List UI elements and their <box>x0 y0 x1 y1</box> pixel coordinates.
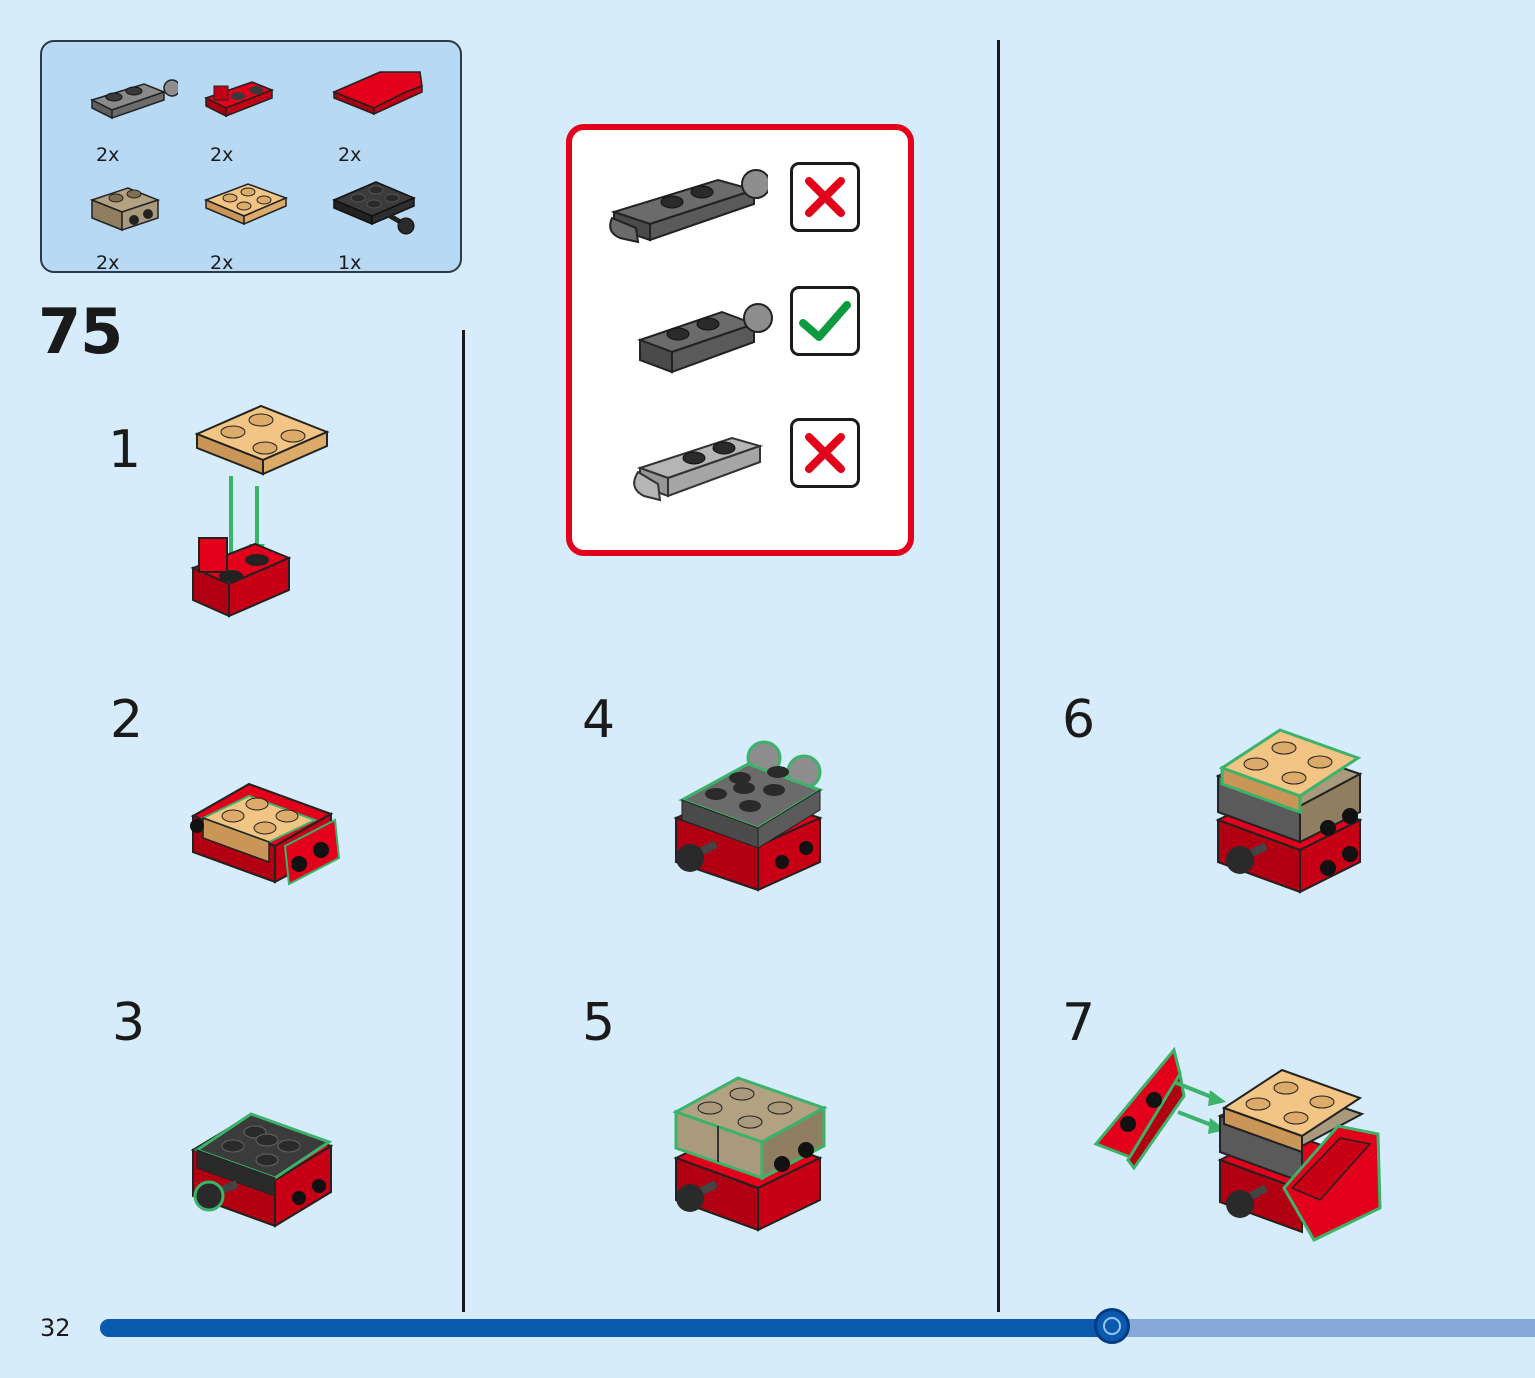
step-2-build-illustration <box>190 782 341 886</box>
part-item: 1x <box>330 170 440 274</box>
gray-plate-ball-icon <box>637 303 773 374</box>
part-quantity: 2x <box>96 252 120 274</box>
part-quantity: 2x <box>210 144 234 166</box>
part-item: 2x <box>202 170 312 274</box>
page-number: 32 <box>40 1314 71 1342</box>
progress-fill <box>100 1319 1112 1337</box>
step-3-build-illustration <box>190 1112 334 1228</box>
correct-option-box <box>790 286 860 356</box>
part-orientation-hint-box <box>566 124 914 556</box>
red-bracket-icon <box>204 81 275 118</box>
step-number: 5 <box>582 993 616 1053</box>
step-7-build-illustration <box>1093 1046 1382 1242</box>
dark-gray-plate-ball-icon <box>89 79 178 120</box>
cross-icon <box>805 433 845 473</box>
part-quantity: 2x <box>338 144 362 166</box>
part-item: 2x <box>330 62 440 166</box>
red-wedge-plate-icon <box>332 71 423 116</box>
parts-list-panel: 2x 2x 2x 2x <box>40 40 462 274</box>
step-4-build-illustration <box>673 740 824 892</box>
part-quantity: 2x <box>96 144 120 166</box>
tan-bracket-icon <box>89 187 161 232</box>
part-item: 2x <box>202 62 312 166</box>
step-number: 1 <box>108 420 142 480</box>
part-item: 2x <box>88 170 198 274</box>
step-5-build-illustration <box>672 1076 828 1232</box>
check-icon <box>799 301 851 341</box>
step-number: 4 <box>582 690 616 750</box>
step-number: 2 <box>110 690 144 750</box>
progress-handle[interactable] <box>1094 1308 1130 1344</box>
wrong-option-box <box>790 418 860 488</box>
black-plate-pin-icon <box>332 181 416 235</box>
part-item: 2x <box>88 62 198 166</box>
column-divider <box>462 330 465 1312</box>
gray-plate-clip-ball-icon <box>609 169 768 244</box>
step-6-build-illustration <box>1215 728 1363 894</box>
light-gray-plate-clip-icon <box>633 436 764 502</box>
step-1-build-illustration <box>190 404 330 618</box>
cross-icon <box>805 177 845 217</box>
part-quantity: 1x <box>338 252 362 274</box>
column-divider <box>997 40 1000 1312</box>
set-number: 75 <box>38 295 123 368</box>
step-number: 3 <box>112 993 146 1053</box>
wrong-option-box <box>790 162 860 232</box>
step-number: 6 <box>1062 690 1096 750</box>
tan-plate-icon <box>203 183 289 226</box>
part-quantity: 2x <box>210 252 234 274</box>
step-number: 7 <box>1062 993 1096 1053</box>
